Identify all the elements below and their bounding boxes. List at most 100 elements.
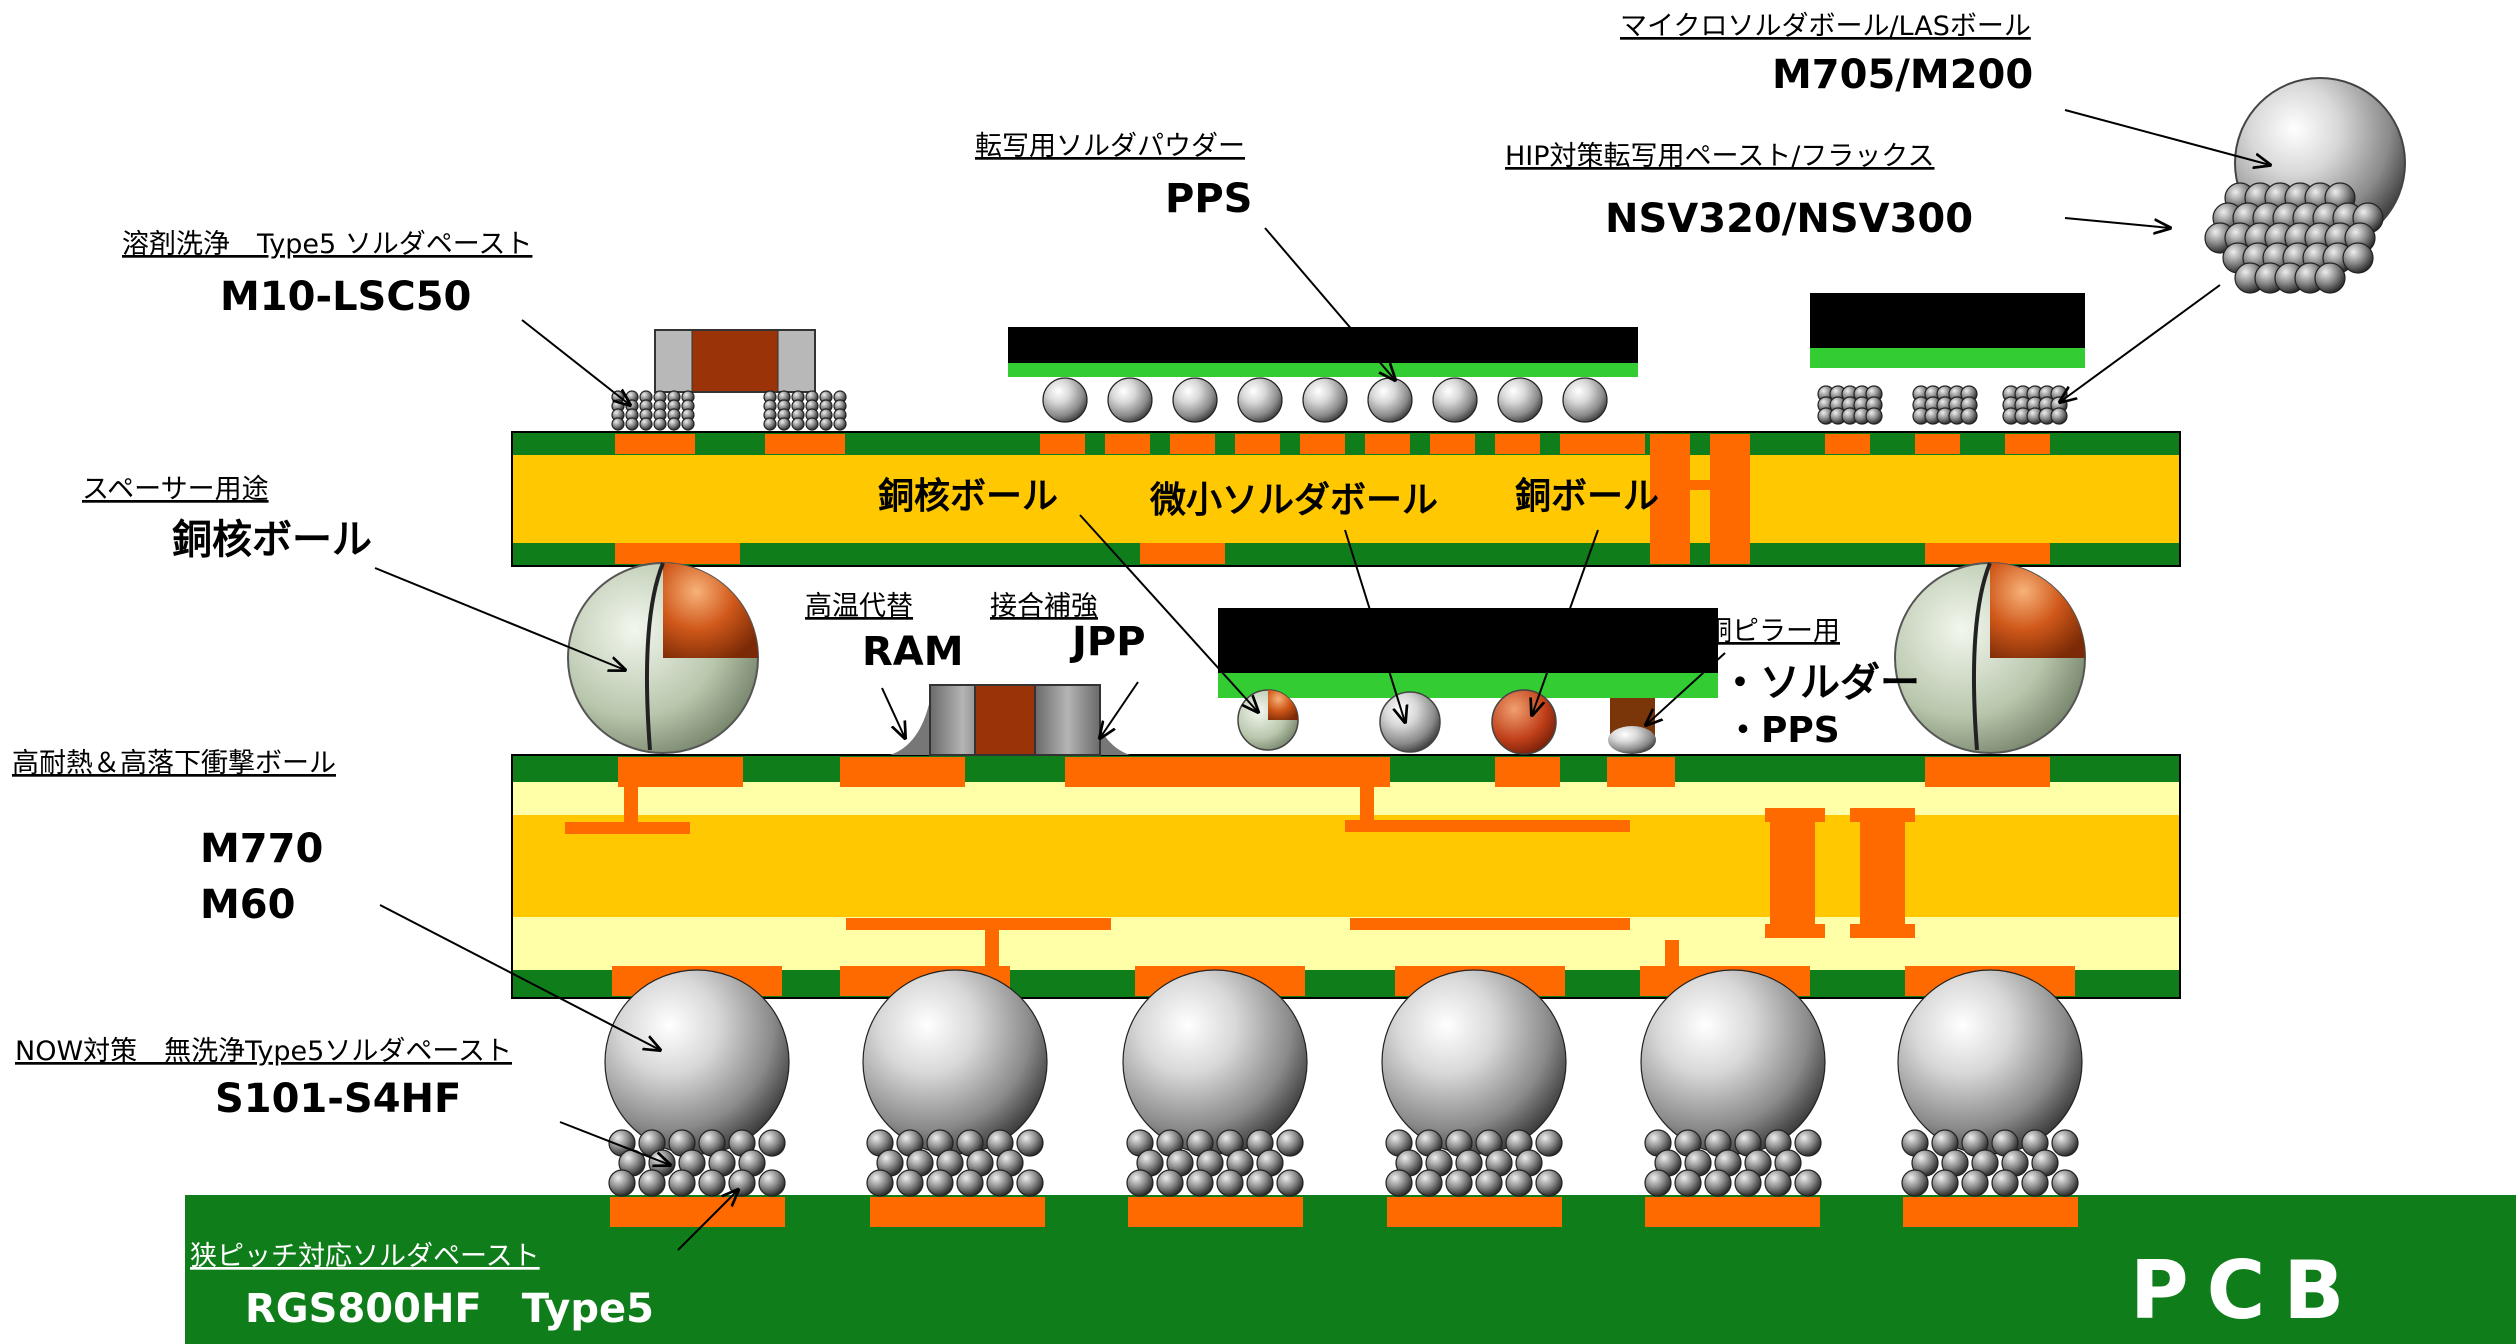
- paste-particle: [833, 417, 847, 431]
- cu-pillar-item2: ・PPS: [1725, 710, 1840, 751]
- paste-particle: [986, 1169, 1014, 1197]
- jpp-product: JPP: [1069, 619, 1146, 665]
- solvent-paste-deposits: [611, 390, 847, 431]
- paste-particle: [667, 417, 681, 431]
- micro-solder-ball-label: 微小ソルダボール: [1149, 480, 1438, 521]
- pps-ball: [1367, 377, 1413, 423]
- paste-particle: [896, 1169, 924, 1197]
- paste-particle: [2051, 1169, 2079, 1197]
- hip-product: NSV320/NSV300: [1605, 196, 1973, 242]
- callouts: マイクロソルダボール/LASボール M705/M200 HIP対策転写用ペースト…: [12, 11, 2033, 1332]
- spacer-caption: スペーサー用途: [82, 474, 269, 505]
- cu-core-ball-left: [567, 562, 759, 754]
- hip-bump-clusters: [1817, 385, 2068, 425]
- cu-small-ball: [1491, 689, 1557, 755]
- paste-particle: [1764, 1169, 1792, 1197]
- micro-solder-small-ball: [1379, 691, 1441, 753]
- paste-particle: [1276, 1129, 1304, 1157]
- paste-particle: [1016, 1129, 1044, 1157]
- narrow-caption: 狭ピッチ対応ソルダペースト: [190, 1241, 540, 1272]
- bga-ball: [1122, 969, 1308, 1155]
- pps-ball: [1562, 377, 1608, 423]
- paste-particle: [1931, 1169, 1959, 1197]
- heat-product2: M60: [200, 882, 295, 928]
- hip-caption: HIP対策転写用ペースト/フラックス: [1505, 141, 1934, 172]
- paste-particle: [1385, 1169, 1413, 1197]
- paste-particle: [1186, 1169, 1214, 1197]
- leader-lines: [374, 109, 2270, 1251]
- pps-ball: [1042, 377, 1088, 423]
- paste-particle: [2021, 1169, 2049, 1197]
- paste-particle: [639, 417, 653, 431]
- paste-particle: [1505, 1169, 1533, 1197]
- paste-particle: [1016, 1169, 1044, 1197]
- paste-particle: [1276, 1169, 1304, 1197]
- bga-ball: [604, 969, 790, 1155]
- paste-particle: [763, 417, 777, 431]
- paste-particle: [638, 1169, 666, 1197]
- pps-ball: [1302, 377, 1348, 423]
- paste-particle: [1794, 1169, 1822, 1197]
- paste-particle: [1535, 1169, 1563, 1197]
- paste-particle: [819, 417, 833, 431]
- solvent-product: M10-LSC50: [220, 274, 471, 320]
- pps-ball: [1432, 377, 1478, 423]
- transfer-powder-caption: 転写用ソルダパウダー: [975, 131, 1245, 162]
- paste-particle: [653, 417, 667, 431]
- paste-particle: [1415, 1169, 1443, 1197]
- solvent-caption: 溶剤洗浄 Type5 ソルダペースト: [122, 229, 532, 260]
- cu-ball-label: 銅ボール: [1515, 475, 1659, 517]
- paste-particle: [956, 1169, 984, 1197]
- paste-particle: [1734, 1169, 1762, 1197]
- paste-particle: [1445, 1169, 1473, 1197]
- joint-caption: 接合補強: [990, 591, 1098, 622]
- pps-ball: [1237, 377, 1283, 423]
- micro-ball-caption: マイクロソルダボール/LASボール: [1620, 11, 2031, 42]
- transfer-powder-product: PPS: [1165, 176, 1252, 222]
- pcb-label: PCB: [2130, 1244, 2362, 1337]
- paste-particle: [1674, 1169, 1702, 1197]
- paste-particle: [681, 417, 695, 431]
- heat-product1: M770: [200, 826, 323, 872]
- high-temp-caption: 高温代替: [805, 591, 913, 622]
- cluster-particle: [2342, 242, 2374, 274]
- paste-particle: [1991, 1169, 2019, 1197]
- ram-product: RAM: [862, 629, 964, 675]
- hip-particle: [1960, 407, 1978, 425]
- cu-pillar: [1608, 698, 1656, 754]
- pcb-board: [185, 1195, 2516, 1344]
- paste-particle: [1216, 1169, 1244, 1197]
- paste-particle: [1535, 1129, 1563, 1157]
- pps-ball: [1172, 377, 1218, 423]
- bga-ball: [1897, 969, 2083, 1155]
- pps-chip: [1008, 327, 1638, 377]
- paste-particle: [926, 1169, 954, 1197]
- bga-ball: [1381, 969, 1567, 1155]
- paste-particle: [1644, 1169, 1672, 1197]
- hip-chip: [1810, 293, 2085, 368]
- paste-particle: [2051, 1129, 2079, 1157]
- paste-particle: [758, 1169, 786, 1197]
- bga-ball: [1640, 969, 1826, 1155]
- paste-particle: [1704, 1169, 1732, 1197]
- paste-particle: [698, 1169, 726, 1197]
- cu-core-ball-label: 銅核ボール: [878, 475, 1058, 517]
- paste-particle: [791, 417, 805, 431]
- bga-ball: [862, 969, 1048, 1155]
- now-product: S101-S4HF: [215, 1076, 461, 1122]
- paste-particle: [1961, 1169, 1989, 1197]
- spacer-product: 銅核ボール: [172, 517, 372, 563]
- bottom-substrate: [511, 754, 2181, 999]
- pps-ball: [1107, 377, 1153, 423]
- pcb-pads: [610, 1197, 2078, 1227]
- paste-particle: [625, 417, 639, 431]
- paste-particle: [668, 1169, 696, 1197]
- paste-particle: [1246, 1169, 1274, 1197]
- paste-particle: [758, 1129, 786, 1157]
- middle-chip: [1218, 608, 1718, 698]
- cu-pillar-caption: 銅ピラー用: [1705, 616, 1840, 647]
- narrow-product: RGS800HF Type5: [245, 1286, 654, 1332]
- paste-particle: [805, 417, 819, 431]
- pps-balls: [1042, 377, 1608, 423]
- top-substrate: [511, 431, 2181, 567]
